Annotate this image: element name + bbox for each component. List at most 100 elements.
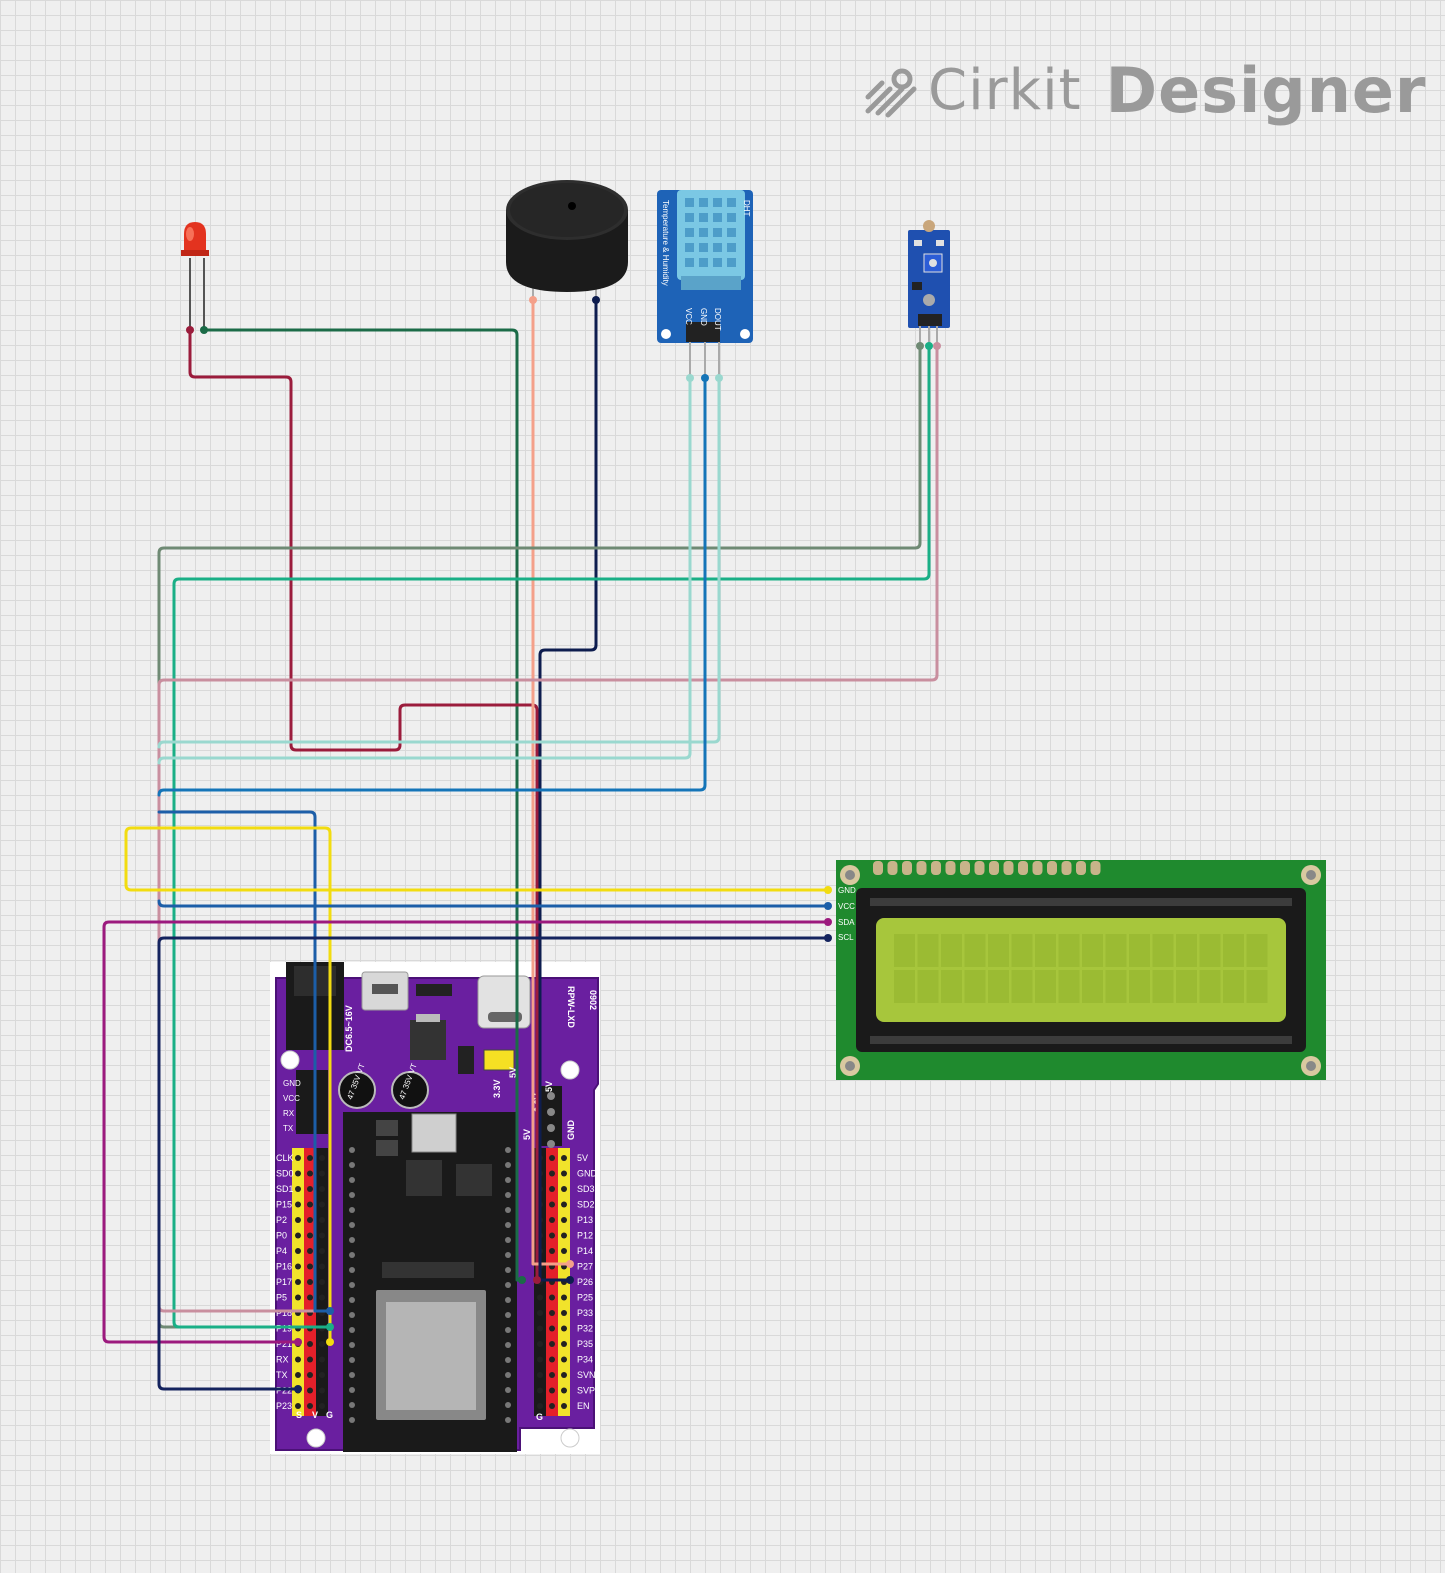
header-pin[interactable]	[295, 1248, 301, 1254]
devkit-pin	[505, 1297, 511, 1303]
header-pin[interactable]	[307, 1356, 313, 1363]
header-pin[interactable]	[537, 1325, 543, 1332]
header-pin[interactable]	[549, 1186, 555, 1192]
header-pin[interactable]	[561, 1186, 567, 1192]
header-pin[interactable]	[319, 1232, 325, 1239]
header-pin[interactable]	[319, 1356, 325, 1363]
voltage-jumper[interactable]	[483, 1049, 515, 1071]
header-pin[interactable]	[549, 1201, 555, 1208]
header-pin[interactable]	[307, 1387, 313, 1394]
header-pin[interactable]	[295, 1170, 301, 1177]
header-pin[interactable]	[537, 1310, 543, 1316]
header-pin[interactable]	[307, 1232, 313, 1239]
header-pin[interactable]	[549, 1387, 555, 1394]
buzzer-icon[interactable]	[506, 180, 628, 320]
header-pin[interactable]	[295, 1155, 301, 1161]
header-pin[interactable]	[319, 1341, 325, 1347]
header-pin[interactable]	[561, 1201, 567, 1208]
header-pin[interactable]	[549, 1294, 555, 1301]
header-pin[interactable]	[295, 1232, 301, 1239]
header-pin[interactable]	[561, 1232, 567, 1239]
header-pin[interactable]	[295, 1356, 301, 1363]
header-pin[interactable]	[307, 1403, 313, 1409]
header-pin[interactable]	[319, 1170, 325, 1177]
header-pin[interactable]	[307, 1279, 313, 1285]
header-pin[interactable]	[549, 1232, 555, 1239]
header-pin[interactable]	[549, 1403, 555, 1409]
left-pin-header[interactable]: CLKSD0SD1P15P2P0P4P16P17P5P18P19P21RXTXP…	[276, 1148, 333, 1420]
wires[interactable]	[102, 298, 939, 1391]
header-pin[interactable]	[295, 1201, 301, 1208]
header-pin[interactable]	[561, 1310, 567, 1316]
header-pin[interactable]	[549, 1310, 555, 1316]
header-pin[interactable]	[549, 1372, 555, 1378]
header-pin[interactable]	[295, 1263, 301, 1270]
dht11-sensor[interactable]: Temperature & Humidity DHT VCC GND DOUT	[657, 190, 753, 378]
header-pin[interactable]	[561, 1372, 567, 1378]
esp32-expansion-board[interactable]: DC6.5~16V 3.3V 5V 47 35V VT 47 35V VT 09…	[270, 962, 600, 1454]
header-pin[interactable]	[561, 1325, 567, 1332]
header-pin[interactable]	[295, 1372, 301, 1378]
header-pin[interactable]	[307, 1186, 313, 1192]
header-pin[interactable]	[549, 1341, 555, 1347]
header-pin[interactable]	[307, 1201, 313, 1208]
header-pin[interactable]	[537, 1341, 543, 1347]
header-pin[interactable]	[295, 1294, 301, 1301]
header-pin[interactable]	[537, 1356, 543, 1363]
header-pin[interactable]	[307, 1372, 313, 1378]
header-pin[interactable]	[295, 1403, 301, 1409]
header-pin[interactable]	[561, 1155, 567, 1161]
header-pin[interactable]	[319, 1155, 325, 1161]
dht-grille-hole	[713, 198, 722, 207]
devkit-pin	[505, 1312, 511, 1318]
header-pin[interactable]	[295, 1186, 301, 1192]
header-pin[interactable]	[549, 1155, 555, 1161]
header-pin[interactable]	[319, 1294, 325, 1301]
header-pin[interactable]	[561, 1248, 567, 1254]
header-pin[interactable]	[319, 1263, 325, 1270]
header-pin[interactable]	[537, 1372, 543, 1378]
header-pin[interactable]	[319, 1217, 325, 1223]
light-sensor-module-icon[interactable]	[908, 220, 950, 346]
header-pin[interactable]	[561, 1294, 567, 1301]
header-pin[interactable]	[307, 1155, 313, 1161]
header-pin[interactable]	[319, 1201, 325, 1208]
header-pin[interactable]	[319, 1372, 325, 1378]
header-pin[interactable]	[561, 1170, 567, 1177]
header-pin[interactable]	[537, 1403, 543, 1409]
header-pin[interactable]	[295, 1217, 301, 1223]
header-pin[interactable]	[561, 1403, 567, 1409]
lcd-16x2-module[interactable]: GND VCC SDA SCL	[836, 860, 1326, 1080]
header-pin[interactable]	[561, 1356, 567, 1363]
header-pin[interactable]	[319, 1403, 325, 1409]
uart-label: TX	[283, 1124, 294, 1133]
header-pin[interactable]	[549, 1217, 555, 1223]
header-pin[interactable]	[537, 1387, 543, 1394]
header-pin[interactable]	[561, 1341, 567, 1347]
header-pin[interactable]	[561, 1217, 567, 1223]
header-pin[interactable]	[537, 1294, 543, 1301]
header-pin[interactable]	[307, 1248, 313, 1254]
red-led-icon[interactable]	[181, 222, 209, 330]
header-pin[interactable]	[561, 1387, 567, 1394]
header-pin[interactable]	[319, 1279, 325, 1285]
devkit-pin	[349, 1387, 355, 1393]
header-pin[interactable]	[307, 1217, 313, 1223]
header-pin[interactable]	[307, 1294, 313, 1301]
uart-header[interactable]: GND VCC RX TX	[283, 1070, 328, 1134]
header-pin[interactable]	[549, 1325, 555, 1332]
header-pin[interactable]	[319, 1387, 325, 1394]
devkit-pin	[349, 1237, 355, 1243]
header-pin[interactable]	[307, 1263, 313, 1270]
devkit-pin	[505, 1402, 511, 1408]
header-pin[interactable]	[307, 1170, 313, 1177]
header-pin[interactable]	[307, 1341, 313, 1347]
header-pin[interactable]	[319, 1186, 325, 1192]
header-pin[interactable]	[549, 1356, 555, 1363]
header-pin[interactable]	[319, 1248, 325, 1254]
esp32-devkit[interactable]	[343, 1112, 517, 1452]
header-pin[interactable]	[549, 1170, 555, 1177]
header-pin[interactable]	[549, 1248, 555, 1254]
header-pin[interactable]	[295, 1279, 301, 1285]
